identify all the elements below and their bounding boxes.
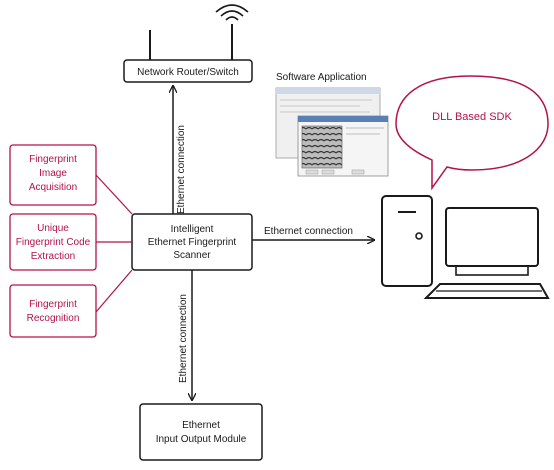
connection-scanner-router: Ethernet connection xyxy=(173,86,187,214)
connection-label-io: Ethernet connection xyxy=(178,294,189,383)
connection-label-router: Ethernet connection xyxy=(176,125,187,214)
function-label-line: Extraction xyxy=(31,251,75,262)
function-label-line: Image xyxy=(39,168,67,179)
function-recognition[interactable]: Fingerprint Recognition xyxy=(9,284,97,338)
io-module-box xyxy=(139,403,263,461)
router-label: Network Router/Switch xyxy=(137,67,239,78)
monitor-icon xyxy=(445,207,539,267)
wifi-icon xyxy=(215,4,249,21)
function-label-line: Fingerprint xyxy=(29,154,77,165)
function-label-line: Fingerprint Code xyxy=(16,237,91,248)
function-box xyxy=(9,213,97,271)
pc-tower-icon xyxy=(381,195,433,287)
io-module-line-1: Ethernet xyxy=(182,420,220,431)
sdk-bubble-shape xyxy=(395,75,549,191)
function-image-acquisition[interactable]: Fingerprint Image Acquisition xyxy=(9,144,97,206)
software-label: Software Application xyxy=(276,72,367,83)
connection-scanner-pc: Ethernet connection xyxy=(252,226,374,240)
function-box xyxy=(9,144,97,206)
function-label-line: Fingerprint xyxy=(29,299,77,310)
function-label-line: Recognition xyxy=(27,313,80,324)
pc-icon xyxy=(381,195,550,299)
sdk-bubble: DLL Based SDK xyxy=(395,75,549,191)
io-module-node[interactable]: Ethernet Input Output Module xyxy=(139,403,263,461)
scanner-node[interactable]: Intelligent Ethernet Fingerprint Scanner xyxy=(131,213,253,271)
software-screenshot xyxy=(275,87,389,177)
scanner-line-3: Scanner xyxy=(173,250,211,261)
scanner-line-1: Intelligent xyxy=(171,224,214,235)
function-label-line: Unique xyxy=(37,223,69,234)
function-label-line: Acquisition xyxy=(29,182,77,193)
io-module-line-2: Input Output Module xyxy=(156,434,247,445)
keyboard-icon xyxy=(423,283,550,299)
function-box xyxy=(9,284,97,338)
function-code-extraction[interactable]: Unique Fingerprint Code Extraction xyxy=(9,213,97,271)
router-node[interactable]: Network Router/Switch xyxy=(123,4,253,83)
function-links xyxy=(95,174,133,313)
sdk-bubble-label: DLL Based SDK xyxy=(432,111,512,123)
router-box xyxy=(123,59,253,83)
window-titlebar xyxy=(298,116,388,122)
connection-label-pc: Ethernet connection xyxy=(264,226,353,237)
scanner-line-2: Ethernet Fingerprint xyxy=(148,237,237,248)
window-titlebar xyxy=(276,88,380,94)
connection-scanner-io: Ethernet connection xyxy=(178,270,192,400)
monitor-stand-icon xyxy=(455,265,529,276)
fingerprint-image xyxy=(301,125,343,169)
